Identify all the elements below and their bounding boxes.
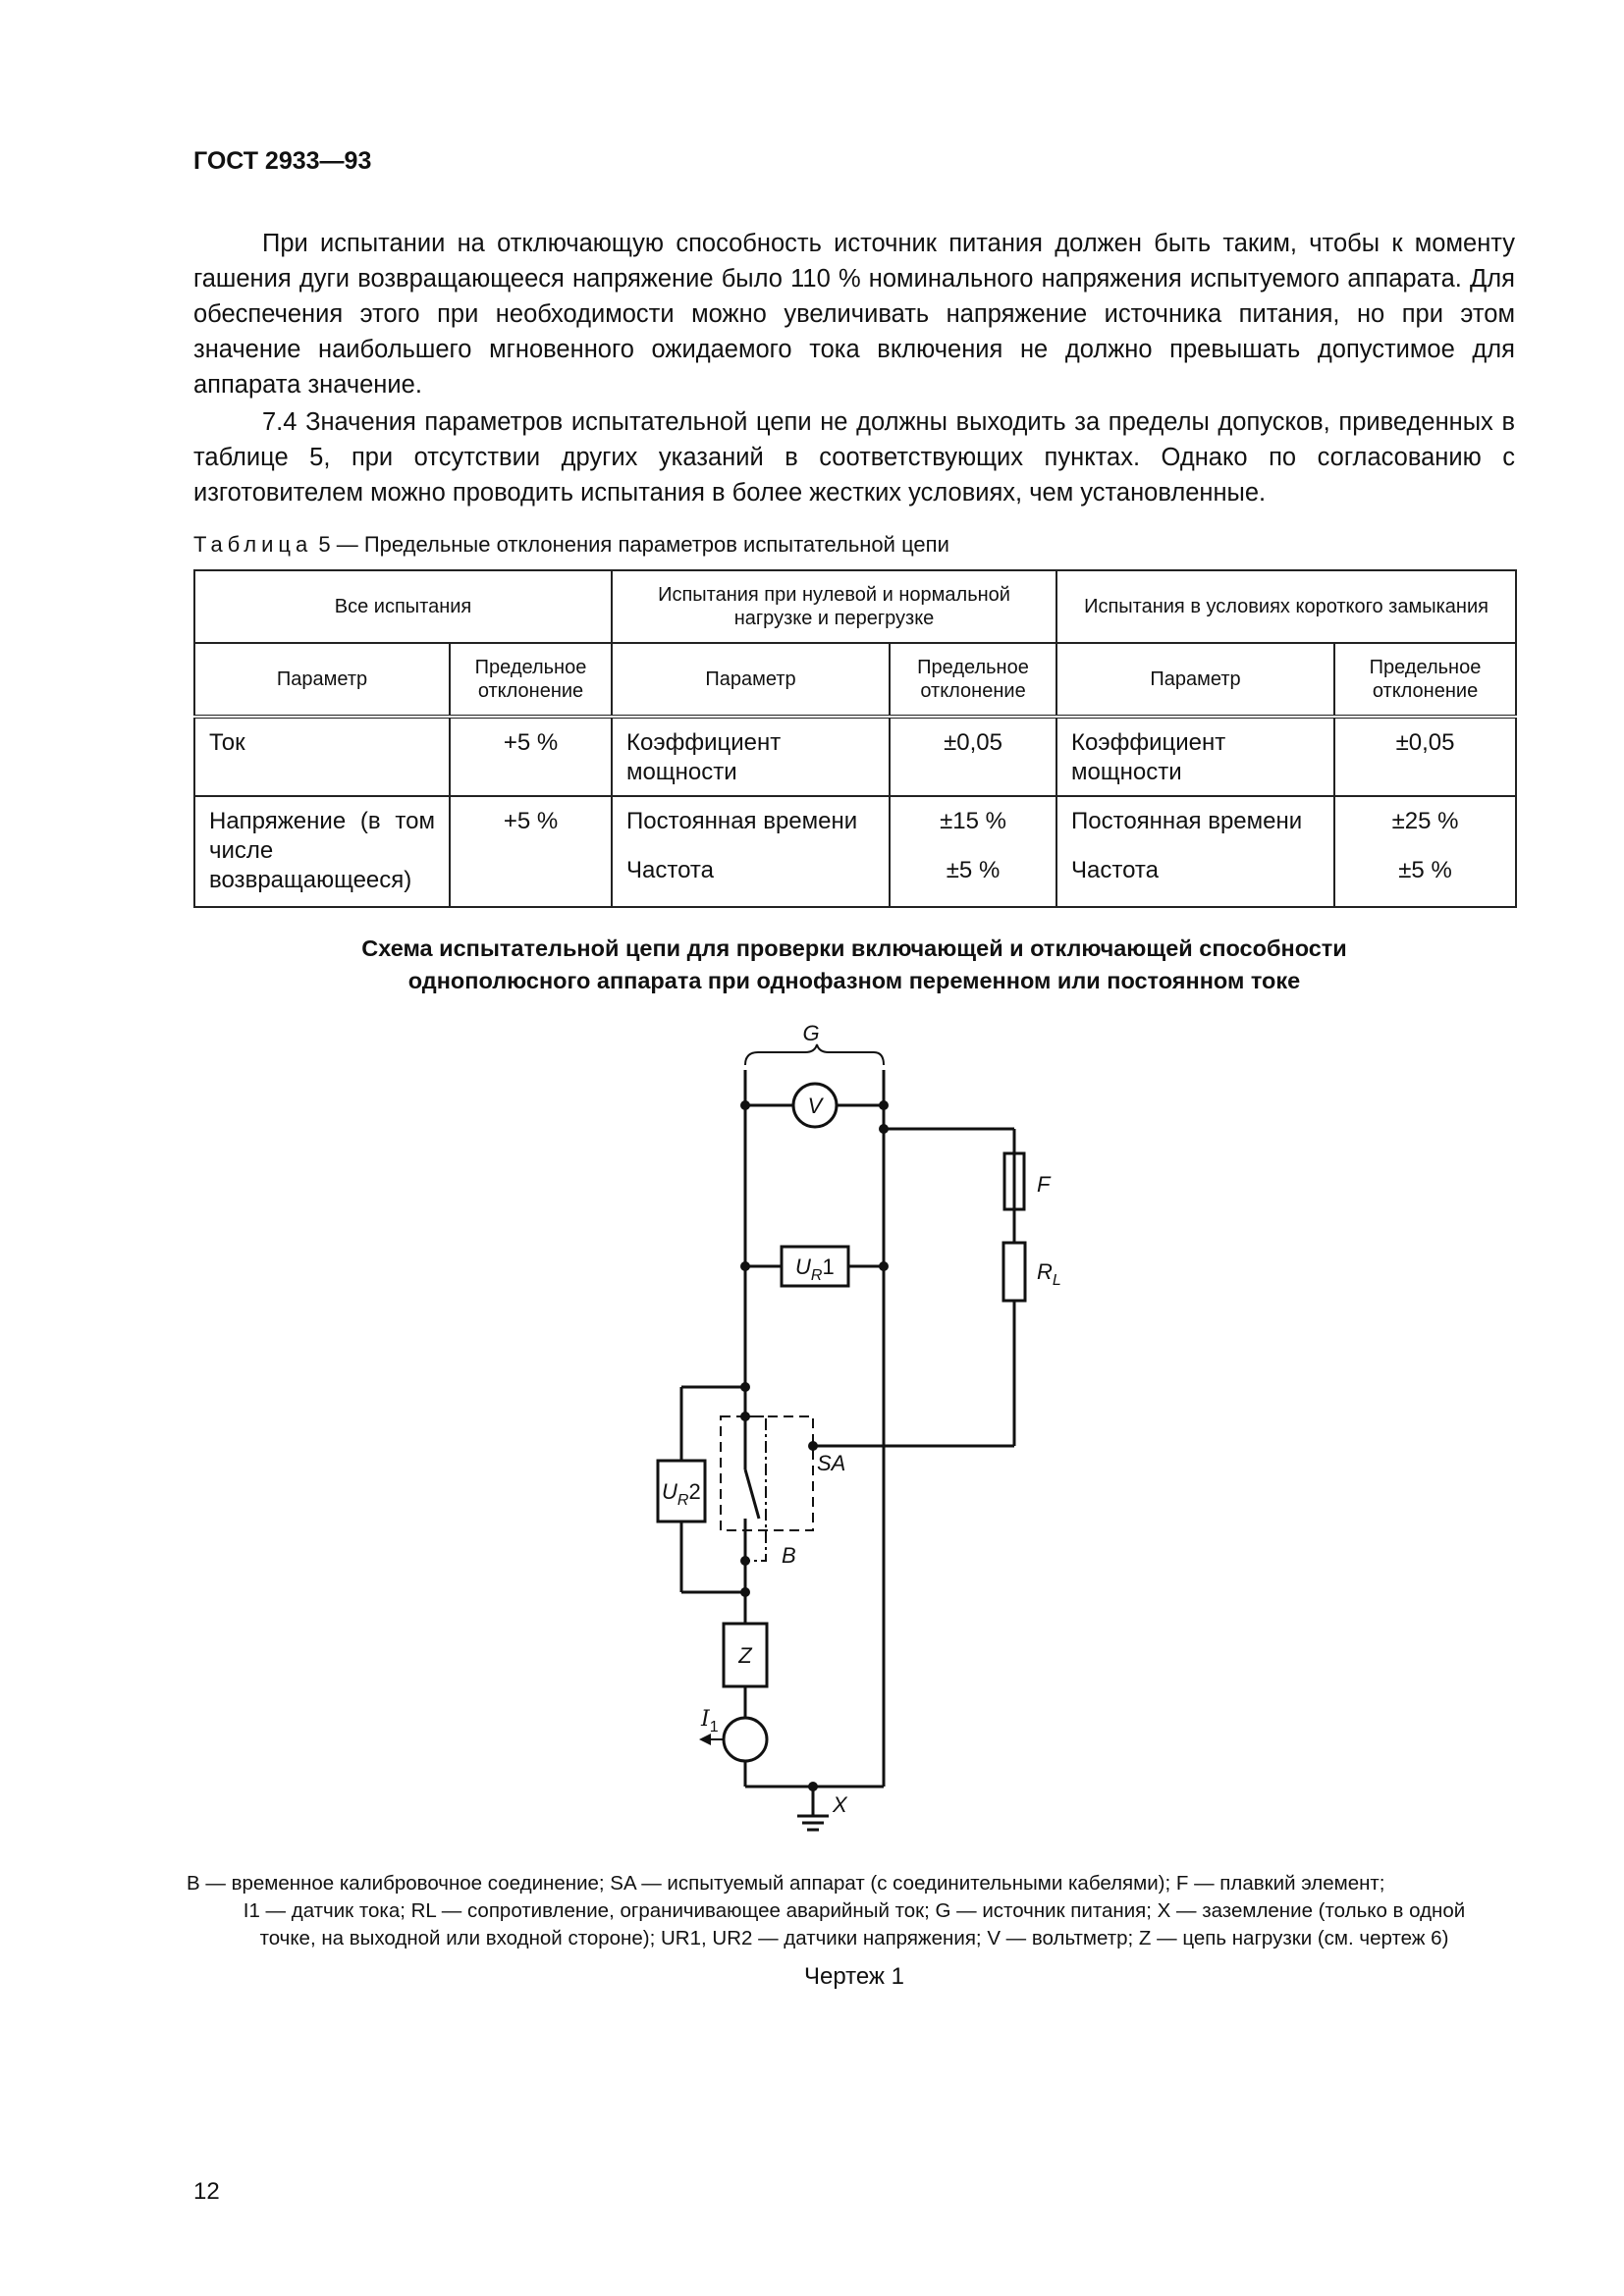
column-header-parameter: Параметр xyxy=(611,642,892,718)
label-f: F xyxy=(1037,1172,1052,1197)
device-under-test-box xyxy=(720,1415,814,1531)
label-ur1: UR1 xyxy=(795,1255,835,1284)
source-brace xyxy=(744,1043,885,1066)
cell-parameter: Частота xyxy=(626,857,714,883)
scheme-title: Схема испытательной цепи для проверки вк… xyxy=(193,933,1515,997)
junction-dots xyxy=(740,1100,889,1791)
label-l-sub: L xyxy=(1053,1272,1061,1289)
table-group-header-row: Все испытания Испытания при нулевой и но… xyxy=(192,569,1518,644)
cell-deviation: +5 % xyxy=(448,716,614,797)
label-ur2: UR2 xyxy=(662,1479,701,1509)
table-row: Напряжение (в том числе возвращающееся) … xyxy=(193,795,1518,908)
column-header-deviation: Предельное отклонение xyxy=(1333,642,1518,718)
group-all-tests: Все испытания xyxy=(192,569,614,644)
cell-parameter: Ток xyxy=(193,716,451,797)
cell-deviation: ±5 % xyxy=(946,857,1001,883)
cell-parameter: Коэффициент мощности xyxy=(1056,716,1336,797)
label-v: V xyxy=(808,1094,825,1118)
current-sensor-icon xyxy=(722,1716,769,1763)
table-caption: Таблица 5 — Предельные отклонения параме… xyxy=(193,532,949,558)
column-header-deviation: Предельное отклонение xyxy=(889,642,1058,718)
voltage-sensor-1 xyxy=(780,1245,850,1288)
resistor-rl xyxy=(1001,1241,1027,1303)
limits-table: Все испытания Испытания при нулевой и но… xyxy=(192,569,1518,908)
column-header-parameter: Параметр xyxy=(193,642,451,718)
legend-line: точке, на выходной или входной стороне);… xyxy=(259,1927,1449,1949)
ground-icon xyxy=(797,1814,829,1832)
cell-parameter: Постоянная времени xyxy=(1071,808,1303,834)
label-g: G xyxy=(802,1021,819,1045)
label-r: R xyxy=(1037,1259,1053,1284)
cell-parameter-pair: Постоянная времени Частота xyxy=(611,795,892,908)
group-load-tests: Испытания при нулевой и нормальной нагру… xyxy=(611,569,1058,644)
cell-deviation: ±0,05 xyxy=(889,716,1058,797)
column-header-deviation: Предельное отклонение xyxy=(448,642,614,718)
label-r-sub: R xyxy=(677,1492,689,1509)
voltmeter-icon xyxy=(791,1082,839,1129)
label-z: Z xyxy=(737,1643,753,1668)
label-n2: 2 xyxy=(688,1479,700,1504)
cell-deviation: ±25 % xyxy=(1391,808,1459,834)
table-row: Ток +5 % Коэффициент мощности ±0,05 Коэф… xyxy=(193,716,1518,797)
column-header-parameter: Параметр xyxy=(1056,642,1336,718)
switch-blade xyxy=(743,1468,761,1520)
label-i1: I1 xyxy=(700,1707,719,1735)
label-u: U xyxy=(662,1479,677,1504)
table-caption-word: Таблица xyxy=(193,532,313,557)
scheme-title-line: Схема испытательной цепи для проверки вк… xyxy=(361,935,1347,961)
paragraph-breaking-capacity: При испытании на отключающую способность… xyxy=(193,230,1515,399)
cell-deviation: ±15 % xyxy=(940,808,1006,834)
label-i-sub: 1 xyxy=(710,1719,719,1735)
cell-parameter-pair: Постоянная времени Частота xyxy=(1056,795,1336,908)
label-i: I xyxy=(700,1707,711,1732)
label-sa: SA xyxy=(817,1451,845,1475)
cell-deviation: ±5 % xyxy=(1398,857,1452,883)
schematic-legend: B — временное калибровочное соединение; … xyxy=(187,1870,1522,1952)
voltage-sensor-2 xyxy=(656,1459,707,1523)
cell-deviation-pair: ±25 % ±5 % xyxy=(1333,795,1518,908)
standard-header: ГОСТ 2933—93 xyxy=(193,147,372,175)
cell-parameter: Постоянная времени xyxy=(626,808,858,834)
table-caption-text: 5 — Предельные отклонения параметров исп… xyxy=(312,532,949,557)
page-number: 12 xyxy=(193,2178,220,2205)
cell-deviation-pair: ±15 % ±5 % xyxy=(889,795,1058,908)
label-u: U xyxy=(795,1255,811,1279)
group-short-circuit-tests: Испытания в условиях короткого замыкания xyxy=(1056,569,1518,644)
cell-parameter: Напряжение (в том числе возвращающееся) xyxy=(193,795,451,908)
label-r-sub: R xyxy=(811,1267,823,1284)
load-circuit-z xyxy=(722,1622,769,1688)
legend-line: B — временное калибровочное соединение; … xyxy=(187,1872,1385,1895)
wires xyxy=(679,1070,1016,1816)
scheme-title-line: однополюсного аппарата при однофазном пе… xyxy=(407,968,1301,993)
paragraph-7-4: 7.4 Значения параметров испытательной це… xyxy=(193,408,1515,507)
table-column-header-row: Параметр Предельное отклонение Параметр … xyxy=(193,642,1518,718)
legend-line: I1 — датчик тока; RL — сопротивление, ог… xyxy=(243,1899,1466,1922)
cell-deviation: +5 % xyxy=(448,795,614,908)
label-rl: RL xyxy=(1037,1259,1061,1289)
label-n1: 1 xyxy=(822,1255,834,1279)
label-x: X xyxy=(832,1792,848,1817)
cell-parameter: Частота xyxy=(1071,857,1159,883)
arrow-head-icon xyxy=(699,1734,711,1745)
test-circuit-schematic: G V UR1 xyxy=(656,1021,1061,1832)
calibration-link xyxy=(745,1415,767,1562)
cell-deviation: ±0,05 xyxy=(1333,716,1518,797)
figure-caption: Чертеж 1 xyxy=(803,1963,905,1990)
label-b: B xyxy=(782,1543,796,1568)
cell-parameter: Коэффициент мощности xyxy=(611,716,892,797)
